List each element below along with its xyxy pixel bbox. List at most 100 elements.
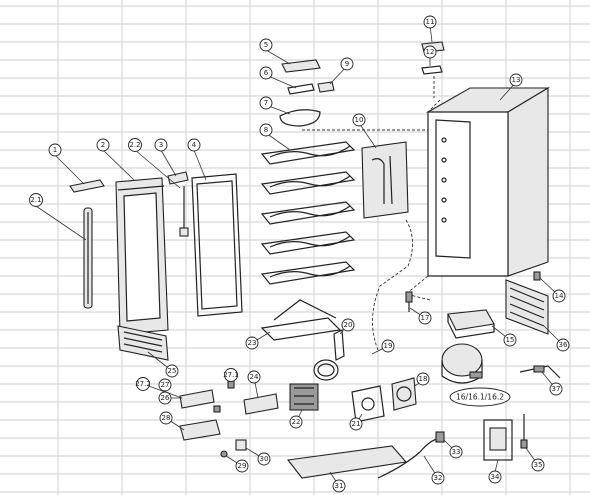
svg-text:18: 18 [419,375,428,383]
svg-text:3: 3 [159,141,163,149]
svg-text:19: 19 [384,342,393,350]
callout-2: 2 [96,138,110,152]
callout-32: 32 [431,471,445,485]
callout-11: 11 [423,15,437,29]
callout-34: 34 [488,470,502,484]
svg-text:20: 20 [344,321,353,329]
callout-27-2: 27.2 [135,377,151,391]
svg-text:27.2: 27.2 [135,380,151,388]
part-wire-shelves [260,141,356,285]
part-compressor [441,343,483,384]
svg-text:25: 25 [168,367,177,375]
svg-text:13: 13 [512,76,521,84]
callout-2-2: 2.2 [128,138,142,152]
callout-12: 12 [423,45,437,59]
callout-3: 3 [154,138,168,152]
svg-text:11: 11 [426,18,435,26]
part-door-handle [83,207,93,309]
callout-2-1: 2.1 [29,193,43,207]
part-capillary [519,365,561,379]
part-cabinet [302,87,550,301]
callout-13: 13 [509,73,523,87]
part-fan-shroud [351,385,385,423]
part-rear-grille [505,279,549,335]
svg-text:27.1: 27.1 [223,371,239,379]
part-upper-hinge [167,171,189,185]
callout-19: 19 [381,339,395,353]
part-door-gasket [191,173,243,317]
callout-28: 28 [159,411,173,425]
svg-text:26: 26 [161,394,170,402]
svg-text:37: 37 [552,385,561,393]
callout-27: 27 [158,378,172,392]
callout-36: 36 [556,338,570,352]
svg-text:21: 21 [352,420,361,428]
svg-text:2: 2 [101,141,105,149]
callout-5: 5 [259,38,273,52]
svg-text:10: 10 [355,116,364,124]
part-thermostat-panel [483,414,528,461]
callout-29: 29 [235,459,249,473]
callout-33: 33 [449,445,463,459]
callout-22: 22 [289,415,303,429]
callout-23: 23 [245,336,259,350]
svg-text:27: 27 [161,381,170,389]
svg-text:28: 28 [162,414,171,422]
part-condenser [289,383,319,411]
svg-text:34: 34 [491,473,500,481]
svg-text:23: 23 [248,339,257,347]
part-control-box [179,379,235,441]
svg-text:33: 33 [452,448,461,456]
callout-35: 35 [531,458,545,472]
part-door-frame [115,177,169,335]
svg-text:9: 9 [345,60,349,68]
callout-7: 7 [259,96,273,110]
svg-text:6: 6 [264,69,269,77]
svg-text:5: 5 [264,41,268,49]
callout-21: 21 [349,417,363,431]
part-small-fittings [220,439,247,458]
part-top-hinge [69,179,105,193]
callout-4: 4 [187,138,201,152]
svg-text:32: 32 [434,474,443,482]
svg-text:2.2: 2.2 [129,141,140,149]
callout-30: 30 [257,452,271,466]
svg-text:4: 4 [192,141,197,149]
part-condenser-fan [391,377,417,411]
callout-26: 26 [158,391,172,405]
leader-lines [35,24,564,487]
part-coil [313,329,345,381]
part-bottom-rack [260,299,342,341]
callout-17: 17 [418,311,432,325]
part-power-cord [377,431,445,479]
part-front-grille [117,325,169,361]
svg-text:14: 14 [555,292,564,300]
part-leveling-foot [533,271,541,281]
compressor-variant-text: 16/16.1/16.2 [456,393,504,402]
callout-10: 10 [352,113,366,127]
callout-1: 1 [48,143,62,157]
callout-27-1: 27.1 [223,368,239,382]
callout-9: 9 [340,57,354,71]
svg-text:36: 36 [559,341,568,349]
svg-text:35: 35 [534,461,543,469]
svg-text:31: 31 [335,482,344,490]
compressor-variant-label: 16/16.1/16.2 [449,387,511,407]
callout-31: 31 [332,479,346,493]
callout-14: 14 [552,289,566,303]
callout-25: 25 [165,364,179,378]
svg-text:2.1: 2.1 [30,196,41,204]
callout-24: 24 [247,370,261,384]
svg-text:22: 22 [292,418,301,426]
callout-8: 8 [259,123,273,137]
svg-text:7: 7 [264,99,268,107]
svg-text:8: 8 [264,126,268,134]
callout-6: 6 [259,66,273,80]
svg-text:12: 12 [426,48,435,56]
part-light-assembly [279,59,335,127]
callout-20: 20 [341,318,355,332]
callout-15: 15 [503,333,517,347]
parts-artwork [69,41,561,479]
part-control-board [243,393,279,415]
